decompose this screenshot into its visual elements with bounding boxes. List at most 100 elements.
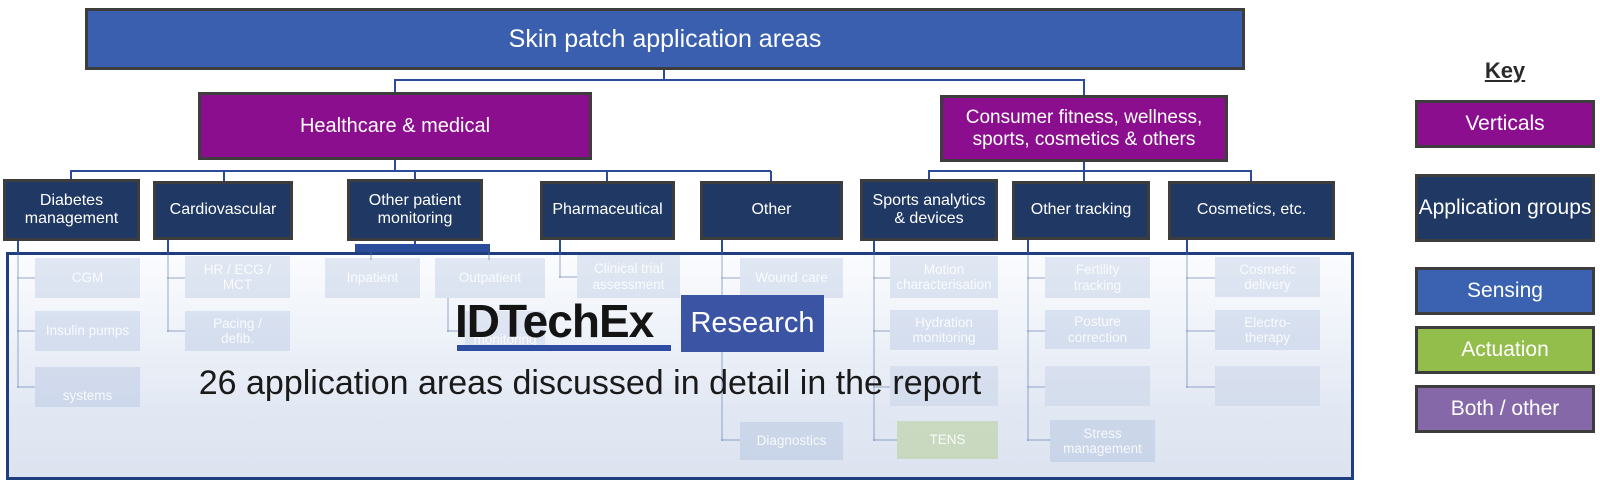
faded-box-hidden-2	[1045, 366, 1150, 406]
faded-box-diagnostics: Diagnostics	[740, 422, 843, 460]
connector	[167, 252, 169, 332]
connector	[1027, 277, 1045, 279]
faded-box-insulin-pumps: Insulin pumps	[35, 311, 140, 351]
group-other-patient-monitoring: Other patient monitoring	[347, 179, 483, 241]
faded-box-tens: TENS	[897, 421, 998, 459]
research-badge: Research	[681, 295, 824, 352]
faded-box-wound-care: Wound care	[740, 258, 843, 298]
connector	[559, 240, 561, 252]
connector	[770, 171, 772, 182]
group-label: Pharmaceutical	[552, 201, 663, 219]
connector	[17, 241, 19, 252]
group-label: Other patient monitoring	[368, 191, 462, 227]
vertical-consumer-fitness: Consumer fitness, wellness, sports, cosm…	[940, 95, 1228, 162]
group-label: Other tracking	[1030, 201, 1132, 219]
connector	[873, 439, 897, 441]
group-pharmaceutical: Pharmaceutical	[540, 181, 675, 240]
connector	[606, 171, 608, 182]
group-other-tracking: Other tracking	[1012, 181, 1150, 240]
key-item-verticals: Verticals	[1415, 100, 1595, 148]
group-cosmetics-etc: Cosmetics, etc.	[1168, 181, 1335, 240]
connector	[17, 386, 35, 388]
connector	[70, 170, 771, 172]
faded-box-cgm: CGM	[35, 258, 140, 298]
key-item-label: Both / other	[1450, 396, 1560, 420]
connector	[721, 439, 740, 441]
connector	[447, 330, 465, 332]
group-diabetes-management: Diabetes management	[3, 179, 140, 241]
connector	[1186, 277, 1215, 279]
connector	[1250, 171, 1252, 182]
key-item-both-other: Both / other	[1415, 385, 1595, 433]
connector	[1186, 240, 1188, 252]
connector	[1083, 79, 1085, 96]
connector	[167, 330, 185, 332]
connector	[721, 240, 723, 252]
key-item-label: Application groups	[1418, 195, 1592, 219]
connector	[167, 240, 169, 252]
vertical-healthcare-medical: Healthcare & medical	[198, 92, 592, 160]
connector	[17, 277, 35, 279]
group-label: Sports analytics & devices	[872, 191, 986, 227]
connector	[414, 171, 416, 180]
connector	[1186, 330, 1215, 332]
group-other: Other	[700, 181, 843, 240]
faded-box-electrotherapy: Electro-therapy	[1215, 310, 1320, 350]
connector	[721, 277, 740, 279]
group-label: Diabetes management	[24, 191, 119, 227]
connector	[355, 244, 490, 252]
connector	[928, 170, 1252, 172]
connector	[1083, 162, 1085, 171]
idtechex-logo: IDTechEx	[455, 295, 654, 347]
idtechex-logo-underline	[457, 345, 671, 351]
faded-box-hidden-3	[1215, 366, 1320, 406]
connector	[1027, 330, 1045, 332]
faded-box-hidden-1	[890, 366, 998, 406]
group-label: Cosmetics, etc.	[1196, 201, 1307, 219]
connector	[1027, 240, 1029, 252]
key-item-label: Actuation	[1461, 337, 1549, 361]
faded-detail-panel	[6, 252, 1354, 480]
connector	[663, 70, 665, 80]
connector	[394, 79, 396, 93]
key-item-label: Sensing	[1467, 278, 1543, 302]
connector	[873, 241, 875, 252]
vertical-label: Consumer fitness, wellness, sports, cosm…	[965, 106, 1203, 150]
faded-box-inpatient: Inpatient	[325, 258, 420, 298]
root-box: Skin patch application areas	[85, 8, 1245, 70]
connector	[873, 252, 875, 441]
faded-box-cosmetic-delivery: Cosmetic delivery	[1215, 257, 1320, 297]
faded-box-clinical-trial: Clinical trial assessment	[577, 255, 680, 298]
faded-box-hr-ecg-mct: HR / ECG / MCT	[185, 256, 290, 298]
faded-box-monitoring: monitoring	[465, 311, 545, 351]
connector	[167, 277, 185, 279]
key-item-actuation: Actuation	[1415, 326, 1595, 374]
key-title: Key	[1484, 58, 1526, 83]
group-label: Other	[751, 201, 792, 219]
faded-box-pacing-defib: Pacing / defib.	[185, 311, 290, 351]
connector	[394, 79, 1085, 81]
faded-box-fertility: Fertility tracking	[1045, 257, 1150, 298]
connector	[70, 171, 72, 180]
connector	[370, 252, 372, 260]
group-label: Cardiovascular	[169, 201, 277, 219]
vertical-label: Healthcare & medical	[299, 114, 491, 137]
connector	[559, 252, 561, 278]
faded-box-systems: systems	[35, 367, 140, 407]
connector	[1186, 252, 1188, 388]
connector	[394, 160, 396, 171]
connector	[873, 330, 890, 332]
faded-box-posture: Posture correction	[1045, 310, 1150, 349]
connector	[447, 298, 449, 332]
connector	[414, 241, 416, 245]
connector	[17, 330, 35, 332]
group-cardiovascular: Cardiovascular	[153, 181, 293, 240]
faded-box-motion: Motion characterisation	[890, 256, 998, 298]
faded-box-outpatient: Outpatient	[435, 258, 545, 298]
connector	[1027, 252, 1029, 441]
connector	[1027, 386, 1045, 388]
connector	[488, 252, 490, 260]
faded-box-hydration: Hydration monitoring	[890, 310, 998, 350]
research-badge-label: Research	[690, 307, 815, 339]
connector	[873, 277, 890, 279]
